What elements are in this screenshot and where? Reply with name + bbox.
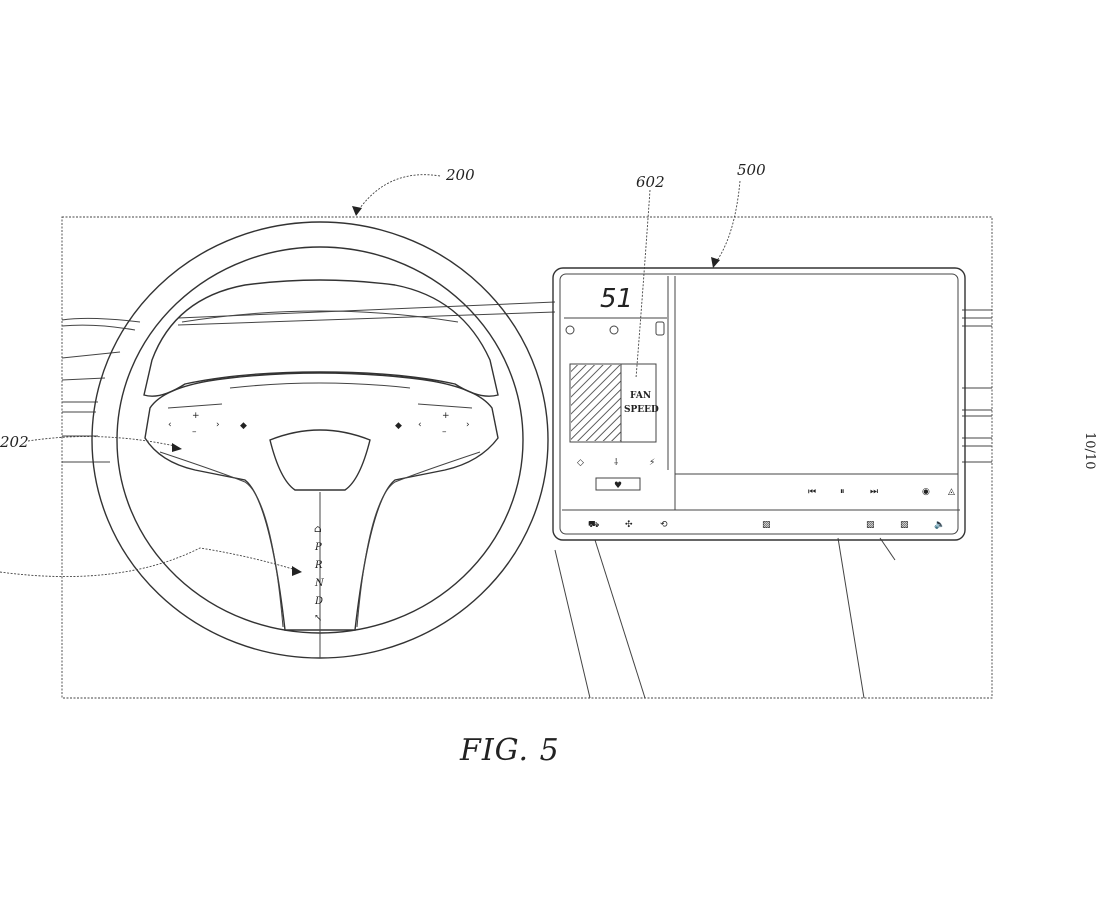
svg-text:◇: ◇	[577, 458, 584, 468]
status-icon-right	[655, 321, 665, 336]
seat-heat-icon: ▨	[866, 520, 875, 530]
svg-text:‹: ‹	[168, 420, 172, 430]
svg-text:◆: ◆	[395, 421, 402, 431]
previous-track-icon: ⏮	[808, 487, 816, 497]
svg-text:⸸: ⸸	[614, 458, 618, 468]
gear-letter-d: D	[314, 596, 323, 607]
fan-speed-label-line2: SPEED	[624, 405, 659, 415]
svg-text:–: –	[192, 427, 197, 437]
svg-text:›: ›	[216, 420, 220, 430]
reference-leaders	[0, 174, 741, 578]
svg-text:–: –	[442, 427, 447, 437]
fan-speed-label-line1: FAN	[630, 391, 651, 401]
pause-icon: ⏸	[840, 487, 845, 497]
steering-wheel: ‹ + – › ◆ ◆ ‹ + – › ⌂ P R N D ↖	[91, 221, 549, 659]
rear-heat-icon: ▨	[900, 520, 909, 530]
touchscreen-display: 51 FAN SPEED ◇ ⸸ ⚡ ♥ ⏮ ⏸ ⏭ ◉ ◬ ⛟ ✣ ⟲ ▨ ▨…	[552, 267, 966, 541]
next-track-icon: ⏭	[870, 487, 878, 497]
dashboard-trim-left	[61, 317, 141, 463]
gear-letter-n: N	[314, 578, 325, 589]
svg-text:⌂: ⌂	[314, 524, 322, 535]
status-icon-left	[565, 325, 575, 335]
svg-text:↖: ↖	[314, 613, 322, 624]
svg-text:◆: ◆	[240, 421, 247, 431]
defrost-icon: ⟲	[660, 520, 668, 530]
fan-icon: ✣	[625, 520, 633, 530]
reference-numeral-602: 602	[636, 173, 665, 191]
speed-readout: 51	[600, 284, 633, 314]
svg-text:⚡: ⚡	[649, 458, 655, 468]
svg-text:›: ›	[466, 420, 470, 430]
svg-text:+: +	[192, 411, 200, 421]
gear-letter-r: R	[314, 560, 323, 571]
reference-numeral-500: 500	[737, 161, 766, 179]
center-console	[554, 537, 896, 699]
page-number: 10/10	[1082, 432, 1097, 469]
figure-caption: FIG. 5	[459, 733, 560, 768]
reference-numeral-202: 202	[0, 433, 29, 451]
svg-text:◬: ◬	[948, 487, 955, 497]
svg-text:♥: ♥	[614, 481, 622, 491]
gear-letter-p: P	[314, 542, 322, 553]
fan-speed-fill	[571, 365, 621, 441]
svg-text:◉: ◉	[922, 487, 930, 497]
dashboard-trim-right	[177, 301, 992, 463]
reference-numeral-200: 200	[445, 166, 475, 184]
heater-icon: ▨	[762, 520, 771, 530]
svg-text:‹: ‹	[418, 420, 422, 430]
car-icon: ⛟	[588, 520, 599, 530]
svg-text:+: +	[442, 411, 450, 421]
dashboard-frame	[61, 216, 993, 699]
volume-icon: 🔈	[934, 520, 945, 530]
status-icon-center	[609, 325, 619, 335]
